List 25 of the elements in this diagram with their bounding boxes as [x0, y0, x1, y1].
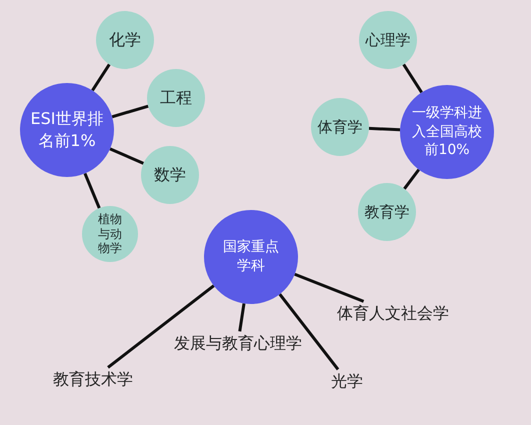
connector-line [238, 303, 246, 332]
connector-line [91, 64, 111, 92]
connector-line [278, 293, 340, 370]
connector-line [294, 272, 364, 303]
node-text: 光学 [331, 371, 363, 391]
node-text: 国家重点学科 [222, 238, 280, 276]
connector-line [402, 64, 423, 94]
node-text: 发展与教育心理学 [174, 333, 302, 353]
connector-line [84, 172, 101, 209]
node-text: 化学 [109, 30, 141, 50]
node-text: 教育技术学 [53, 369, 133, 389]
node-text: 体育学 [318, 118, 362, 136]
node-text: ESI世界排名前1% [30, 108, 104, 152]
node-text: 心理学 [366, 31, 410, 49]
connector-line [112, 104, 149, 118]
connector-line [107, 284, 215, 369]
node-text: 教育学 [364, 203, 410, 221]
connector-line [368, 126, 400, 132]
connector-line [109, 147, 144, 165]
node-text: 工程 [160, 88, 192, 108]
node-text: 植物与动物学 [96, 212, 123, 256]
node-text: 数学 [154, 165, 186, 185]
node-text: 一级学科进入全国高校前10% [411, 104, 483, 160]
connector-line [403, 168, 420, 190]
node-text: 体育人文社会学 [337, 303, 449, 323]
